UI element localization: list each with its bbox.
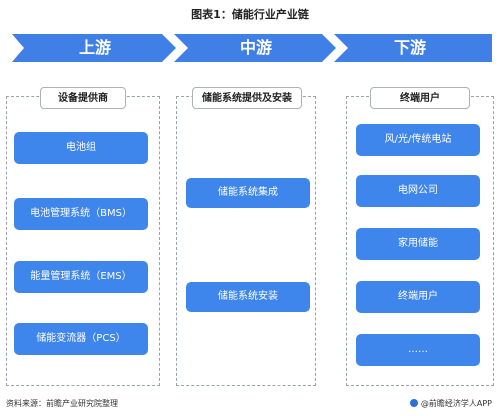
panel-heading-downstream: 终端用户: [370, 87, 470, 109]
panel-heading-midstream: 储能系统提供及安装: [192, 87, 302, 109]
panel-midstream: [176, 96, 316, 386]
node-system-integration: 储能系统集成: [186, 178, 310, 208]
node-grid-company: 电网公司: [356, 175, 480, 207]
node-ems: 能量管理系统（EMS）: [14, 261, 148, 293]
diagram-title: 图表1：储能行业产业链: [191, 8, 309, 21]
node-bms: 电池管理系统（BMS）: [14, 198, 148, 230]
node-pcs: 储能变流器（PCS）: [14, 323, 148, 355]
node-end-user: 终端用户: [356, 281, 480, 313]
stage-midstream: 中游: [239, 38, 272, 57]
stage-upstream: 上游: [78, 38, 111, 57]
stage-downstream: 下游: [393, 38, 426, 57]
brand-credit: @前瞻经济学人APP: [409, 398, 492, 409]
panel-heading-upstream: 设备提供商: [40, 87, 126, 109]
stage-chevrons: [12, 34, 492, 62]
brand-credit-text: @前瞻经济学人APP: [420, 399, 492, 408]
source-note: 资料来源：前瞻产业研究院整理: [6, 399, 118, 408]
chevron-midstream: [174, 34, 336, 62]
node-system-installation: 储能系统安装: [186, 282, 310, 312]
node-power-station: 风/光/传统电站: [356, 124, 480, 156]
node-home-storage: 家用储能: [356, 228, 480, 260]
node-more: ……: [356, 334, 480, 366]
chevron-downstream: [334, 34, 492, 62]
brand-logo-icon: [409, 399, 418, 407]
node-battery-pack: 电池组: [14, 132, 148, 164]
chevron-upstream: [12, 34, 176, 62]
